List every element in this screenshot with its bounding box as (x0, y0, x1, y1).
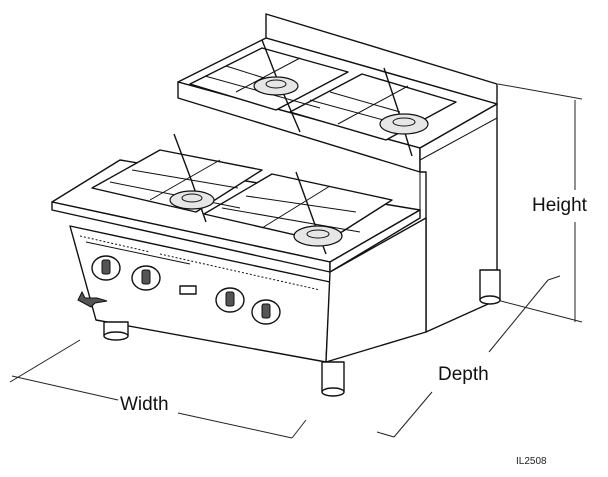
burner-knob-icon (91, 255, 281, 325)
height-label: Height (532, 195, 587, 216)
depth-dimension (376, 275, 561, 438)
drawing-code-label: IL2508 (516, 456, 547, 467)
width-label: Width (120, 394, 169, 415)
brand-logo-icon (77, 285, 197, 308)
width-dimension (9, 339, 307, 439)
control-panel (69, 217, 427, 363)
rear-burner-grates (189, 39, 457, 157)
height-dimension (496, 83, 583, 323)
hotplate-feet (103, 269, 501, 397)
front-burner-grates (91, 133, 393, 255)
depth-label: Depth (438, 364, 489, 385)
